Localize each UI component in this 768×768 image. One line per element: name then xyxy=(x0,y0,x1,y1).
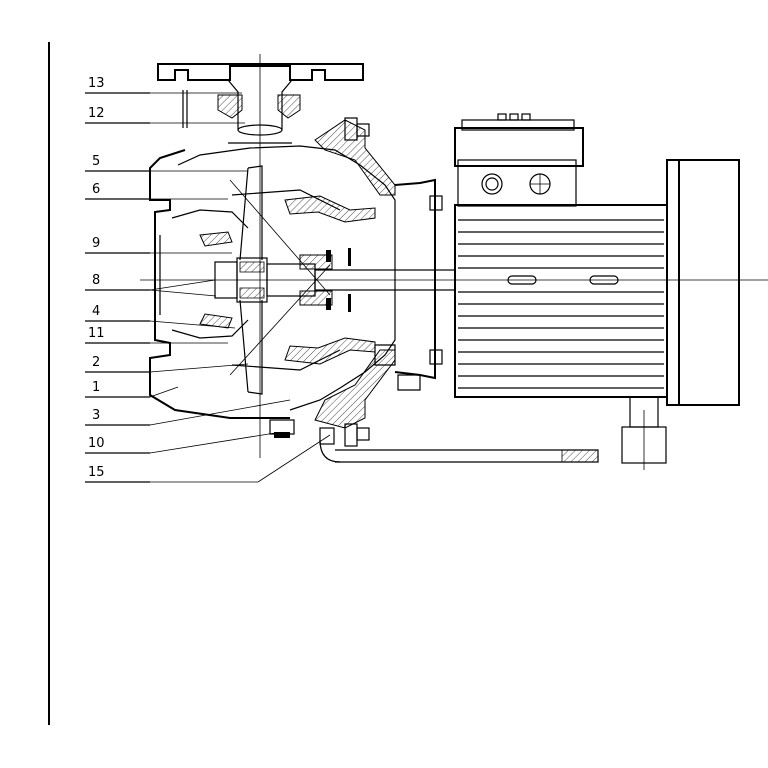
cooling-fins xyxy=(458,219,664,389)
callout-label: 8 xyxy=(92,273,100,288)
callout-1: 1 xyxy=(85,380,179,398)
callout-label: 6 xyxy=(92,182,100,197)
callouts: 13 12 5 6 9 8 xyxy=(85,76,331,483)
callout-9: 9 xyxy=(85,236,232,254)
callout-label: 12 xyxy=(88,106,105,121)
callout-label: 2 xyxy=(92,355,100,370)
callout-label: 15 xyxy=(88,465,105,480)
callout-label: 10 xyxy=(88,436,105,451)
callout-2: 2 xyxy=(85,355,249,373)
callout-10: 10 xyxy=(85,432,276,454)
callout-label: 5 xyxy=(92,154,100,169)
callout-6: 6 xyxy=(85,182,228,200)
callout-label: 4 xyxy=(92,304,100,319)
callout-label: 13 xyxy=(88,76,105,91)
callout-8: 8 xyxy=(85,273,217,297)
callout-15: 15 xyxy=(85,434,331,483)
callout-label: 3 xyxy=(92,408,100,423)
callout-label: 9 xyxy=(92,236,100,251)
callout-label: 1 xyxy=(92,380,100,395)
pump-casing xyxy=(140,54,768,458)
callout-5: 5 xyxy=(85,154,248,172)
callout-13: 13 xyxy=(85,76,242,94)
callout-11: 11 xyxy=(85,326,228,344)
callout-12: 12 xyxy=(85,106,245,124)
pump-base xyxy=(319,439,599,463)
callout-label: 11 xyxy=(88,326,105,341)
electric-motor xyxy=(454,113,740,470)
callout-3: 3 xyxy=(85,399,291,426)
motor-adapter xyxy=(394,178,443,380)
